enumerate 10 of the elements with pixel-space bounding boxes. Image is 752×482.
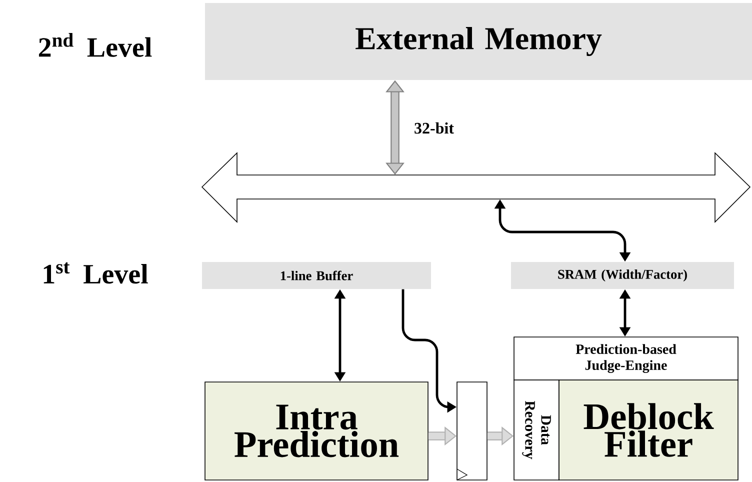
register-box (456, 382, 488, 480)
level-label: 1$^{st}$ Level (44, 262, 148, 284)
level-label: 2$^{nd}$ Level (38, 33, 152, 57)
module-box: Deblock Filter (558, 380, 738, 480)
sram-box: SRAM (Width/Factor) (511, 262, 734, 289)
edge-label: 32-bit (412, 121, 456, 135)
memory-box: External Memory (205, 3, 752, 80)
buffer-box: 1-line Buffer (202, 262, 431, 289)
recovery-box: Data Recovery (514, 380, 560, 480)
module-box: Intra Prediction (204, 382, 428, 480)
